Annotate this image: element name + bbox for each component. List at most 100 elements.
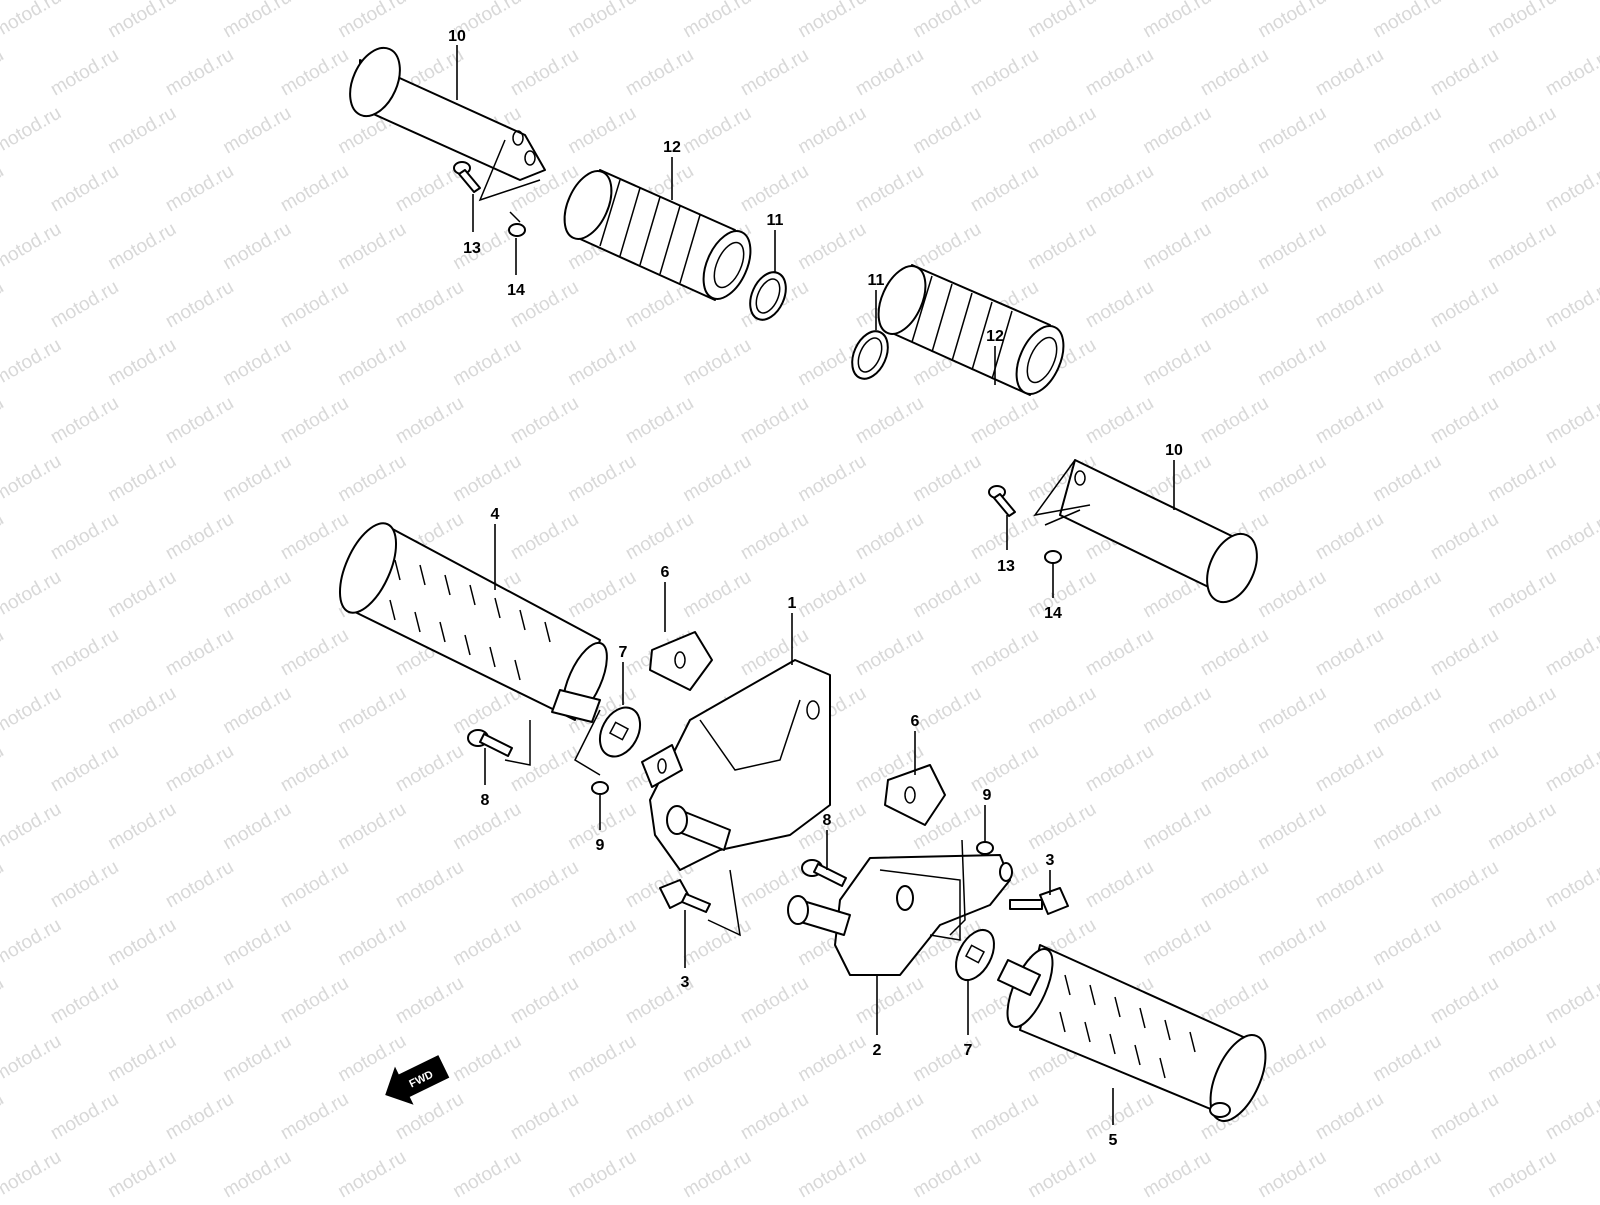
watermark-text: motod.ru — [1082, 45, 1157, 101]
watermark-text: motod.ru — [277, 857, 352, 913]
watermark-text: motod.ru — [507, 393, 582, 449]
clip-9-right — [977, 842, 993, 854]
watermark-text: motod.ru — [0, 973, 7, 1029]
watermark-text: motod.ru — [1025, 0, 1100, 42]
watermark-text: motod.ru — [220, 915, 295, 971]
watermark-text: motod.ru — [0, 1031, 65, 1087]
watermark-text: motod.ru — [162, 161, 237, 217]
watermark-text: motod.ru — [1255, 567, 1330, 623]
watermark-text: motod.ru — [1485, 0, 1560, 42]
watermark-text: motod.ru — [1370, 1147, 1445, 1200]
watermark-text: motod.ru — [680, 335, 755, 391]
watermark-text: motod.ru — [162, 973, 237, 1029]
watermark-text: motod.ru — [335, 0, 410, 42]
callout-10-right: 10 — [1165, 442, 1183, 459]
watermark-text: motod.ru — [910, 103, 985, 159]
callout-9-right: 9 — [983, 787, 992, 804]
watermark-text: motod.ru — [680, 567, 755, 623]
watermark-text: motod.ru — [277, 509, 352, 565]
watermark-text: motod.ru — [1255, 451, 1330, 507]
watermark-text: motod.ru — [335, 683, 410, 739]
watermark-text: motod.ru — [0, 335, 65, 391]
watermark-text: motod.ru — [507, 1089, 582, 1145]
watermark-text: motod.ru — [1485, 103, 1560, 159]
watermark-text: motod.ru — [852, 973, 927, 1029]
watermark-text: motod.ru — [0, 567, 65, 623]
watermark-text: motod.ru — [0, 45, 7, 101]
watermark-text: motod.ru — [1140, 103, 1215, 159]
watermark-text: motod.ru — [1312, 393, 1387, 449]
watermark-text: motod.ru — [622, 393, 697, 449]
watermark-text: motod.ru — [1370, 451, 1445, 507]
watermark-text: motod.ru — [910, 683, 985, 739]
watermark-text: motod.ru — [392, 857, 467, 913]
bolt-3-right — [1010, 888, 1068, 914]
callout-12-right: 12 — [986, 328, 1004, 345]
callout-3-right: 3 — [1046, 852, 1055, 869]
watermark-text: motod.ru — [1312, 625, 1387, 681]
callout-3-left: 3 — [681, 974, 690, 991]
watermark-text: motod.ru — [335, 335, 410, 391]
watermark-text: motod.ru — [910, 1031, 985, 1087]
watermark-text: motod.ru — [162, 45, 237, 101]
watermark-text: motod.ru — [680, 915, 755, 971]
watermark-text: motod.ru — [0, 219, 65, 275]
callout-6-left: 6 — [661, 564, 670, 581]
watermark-text: motod.ru — [622, 509, 697, 565]
watermark-text: motod.ru — [47, 509, 122, 565]
watermark-text: motod.ru — [852, 45, 927, 101]
watermark-text: motod.ru — [0, 1147, 65, 1200]
watermark-text: motod.ru — [450, 1147, 525, 1200]
watermark-text: motod.ru — [1427, 741, 1502, 797]
bolt-3-left — [660, 880, 710, 912]
watermark-text: motod.ru — [1255, 219, 1330, 275]
watermark-text: motod.ru — [1140, 219, 1215, 275]
watermark-text: motod.ru — [277, 277, 352, 333]
watermark-text: motod.ru — [1485, 567, 1560, 623]
watermark-text: motod.ru — [1140, 683, 1215, 739]
watermark-text: motod.ru — [795, 1147, 870, 1200]
watermark-text: motod.ru — [1255, 1147, 1330, 1200]
callout-12-left: 12 — [663, 139, 681, 156]
watermark-text: motod.ru — [1197, 857, 1272, 913]
callout-11-left: 11 — [767, 212, 784, 229]
watermark-text: motod.ru — [162, 625, 237, 681]
watermark-text: motod.ru — [1312, 161, 1387, 217]
watermark-text: motod.ru — [105, 567, 180, 623]
watermark-text: motod.ru — [47, 393, 122, 449]
watermark-text: motod.ru — [47, 1089, 122, 1145]
watermark-text: motod.ru — [622, 1089, 697, 1145]
watermark-text: motod.ru — [507, 741, 582, 797]
watermark-text: motod.ru — [565, 567, 640, 623]
watermark-text: motod.ru — [277, 393, 352, 449]
watermark-text: motod.ru — [105, 799, 180, 855]
watermark-text: motod.ru — [220, 567, 295, 623]
watermark-text: motod.ru — [1370, 0, 1445, 42]
watermark-text: motod.ru — [1427, 45, 1502, 101]
watermark-text: motod.ru — [1542, 741, 1600, 797]
watermark-text: motod.ru — [1082, 857, 1157, 913]
watermark-text: motod.ru — [105, 1031, 180, 1087]
watermark-text: motod.ru — [277, 45, 352, 101]
watermark-text: motod.ru — [680, 1147, 755, 1200]
watermark-text: motod.ru — [1140, 915, 1215, 971]
watermark-text: motod.ru — [1485, 799, 1560, 855]
watermark-text: motod.ru — [0, 1089, 7, 1145]
pin-8-left — [468, 730, 512, 756]
watermark-text: motod.ru — [450, 683, 525, 739]
watermark-text: motod.ru — [335, 915, 410, 971]
watermark-text: motod.ru — [162, 857, 237, 913]
watermark-text: motod.ru — [47, 45, 122, 101]
watermark-text: motod.ru — [967, 393, 1042, 449]
pin-13-right — [989, 486, 1015, 516]
watermark-text: motod.ru — [795, 1031, 870, 1087]
watermark-text: motod.ru — [0, 915, 65, 971]
watermark-text: motod.ru — [737, 509, 812, 565]
watermark-text: motod.ru — [507, 509, 582, 565]
watermark-text: motod.ru — [47, 741, 122, 797]
watermark-text: motod.ru — [105, 1147, 180, 1200]
watermark-text: motod.ru — [450, 335, 525, 391]
watermark-text: motod.ru — [162, 393, 237, 449]
watermark-text: motod.ru — [1370, 915, 1445, 971]
watermark-text: motod.ru — [162, 741, 237, 797]
